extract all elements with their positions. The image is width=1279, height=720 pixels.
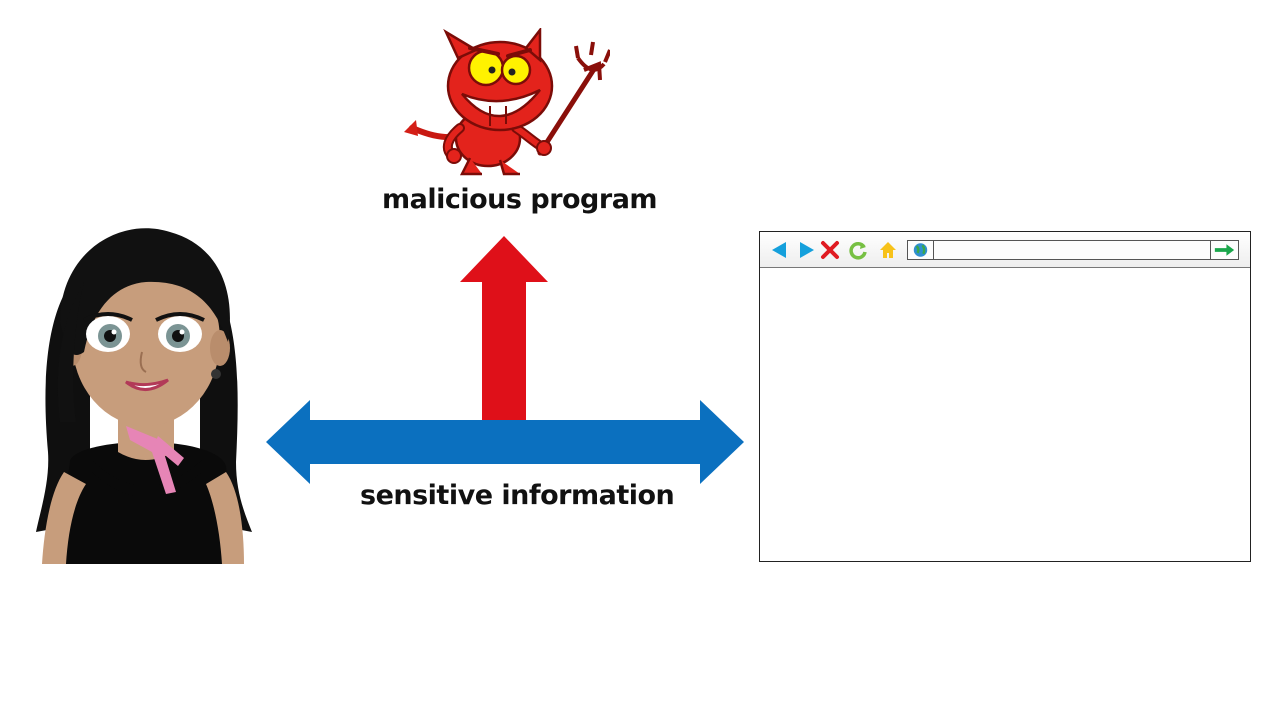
- go-arrow-icon[interactable]: [1210, 241, 1238, 259]
- forward-arrow-icon[interactable]: [796, 240, 816, 260]
- red-up-arrow: [460, 236, 548, 420]
- sensitive-information-label: sensitive information: [360, 480, 675, 511]
- browser-toolbar: [760, 232, 1250, 268]
- arrows-diagram: [266, 236, 744, 484]
- globe-icon: [913, 241, 934, 259]
- devil-icon: [404, 28, 610, 176]
- blue-double-arrow: [266, 400, 744, 484]
- browser-window: [759, 231, 1251, 562]
- address-bar[interactable]: [907, 240, 1239, 260]
- browser-content-area: [760, 268, 1250, 561]
- stop-x-icon[interactable]: [820, 240, 840, 260]
- home-icon[interactable]: [878, 240, 898, 260]
- woman-avatar-icon: [36, 228, 252, 564]
- malicious-program-label: malicious program: [382, 184, 658, 215]
- back-arrow-icon[interactable]: [770, 240, 790, 260]
- refresh-icon[interactable]: [848, 240, 868, 260]
